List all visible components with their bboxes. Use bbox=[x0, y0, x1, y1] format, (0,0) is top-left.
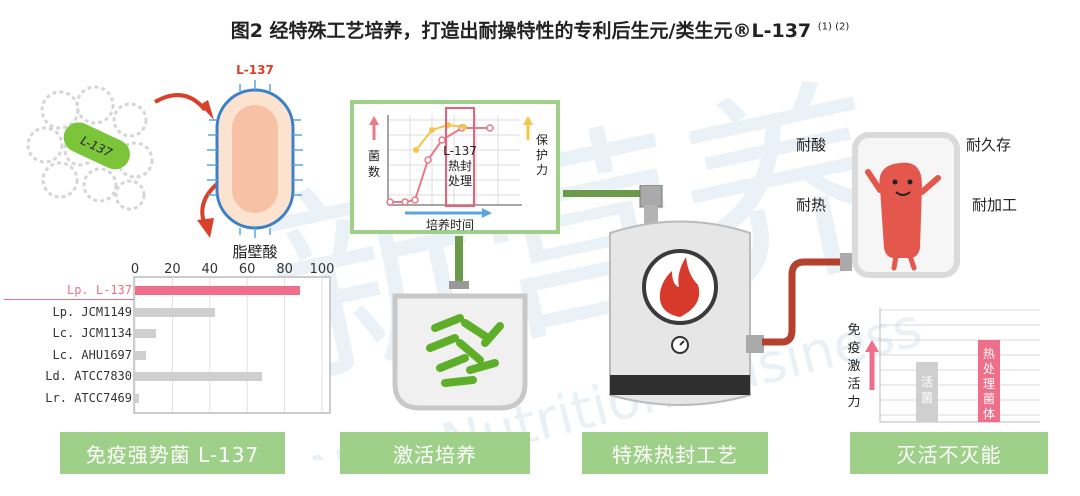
panel-label-inactivated: 灭活不灭能 bbox=[850, 432, 1048, 474]
bar-live-bacteria bbox=[916, 362, 938, 422]
culture-dish bbox=[392, 293, 528, 411]
culture-ylabel-left-1: 菌 bbox=[368, 149, 380, 163]
culture-chart: L-137 热封 处理 菌 数 保 护 力 培养时间 bbox=[350, 100, 560, 234]
panel-label-culture: 激活培养 bbox=[340, 432, 530, 474]
x-tick-label: 0 bbox=[130, 262, 140, 277]
x-tick-label: 80 bbox=[276, 262, 293, 277]
panel-label-strain: 免疫强势菌 L-137 bbox=[60, 432, 285, 474]
culture-xlabel: 培养时间 bbox=[426, 217, 474, 232]
heat-treatment-box bbox=[445, 107, 475, 207]
bar-live-label-2: 菌 bbox=[921, 391, 933, 405]
bar-value bbox=[135, 307, 216, 317]
bacteria-cluster bbox=[426, 314, 504, 387]
cell-cluster bbox=[26, 85, 154, 211]
membrane-label: 脂壁酸 bbox=[232, 243, 277, 261]
cell-diagram: L-137 L-137 脂壁酸 bbox=[26, 63, 303, 261]
protection-curve bbox=[415, 123, 465, 151]
strain-tag: L-137 bbox=[236, 63, 274, 77]
immunity-ylabel-5: 力 bbox=[847, 395, 860, 410]
bacterium: L-137 bbox=[63, 122, 130, 170]
x-tick-label: 20 bbox=[164, 262, 181, 277]
mascot bbox=[865, 162, 941, 271]
bar-category-label: Lp. L-137 bbox=[66, 283, 132, 297]
culture-ylabel-left-2: 数 bbox=[368, 164, 380, 179]
bar-heat-label-5: 体 bbox=[983, 407, 995, 421]
culture-ylabel-right-2: 护 bbox=[536, 148, 548, 162]
box-line-1: L-137 bbox=[443, 144, 477, 158]
arrow-to-cell bbox=[154, 93, 207, 112]
trait-storage: 耐久存 bbox=[966, 136, 1012, 154]
box-line-3: 处理 bbox=[448, 174, 472, 188]
trait-heat: 耐热 bbox=[796, 196, 827, 214]
pipe-to-dish bbox=[455, 236, 463, 281]
culture-ylabel-right-1: 保 bbox=[536, 133, 548, 147]
immunity-ylabel-3: 激 bbox=[847, 359, 860, 374]
figure-title: 图2 经特殊工艺培养，打造出耐操特性的专利后生元/类生元®L-137 (1) (… bbox=[0, 16, 1080, 43]
highlight-underline bbox=[4, 299, 134, 300]
arrow-to-cell-head bbox=[200, 100, 214, 120]
bar-category-label: Lc. JCM1134 bbox=[52, 326, 132, 340]
bar-value bbox=[135, 329, 156, 338]
x-tick-label: 100 bbox=[309, 262, 335, 277]
bar-live-label-1: 活 bbox=[921, 375, 933, 389]
flame-icon bbox=[659, 257, 700, 317]
bar-category-label: Lp. JCM1149 bbox=[52, 304, 132, 319]
bar-value bbox=[135, 372, 263, 381]
bar-value bbox=[135, 393, 139, 403]
x-tick-label: 60 bbox=[238, 262, 256, 277]
bar-heat-treated bbox=[978, 340, 1000, 422]
figure-title-text: 图2 经特殊工艺培养，打造出耐操特性的专利后生元/类生元®L-137 bbox=[230, 20, 812, 42]
box-line-2: 热封 bbox=[448, 159, 472, 173]
immunity-ylabel-4: 活 bbox=[847, 377, 860, 392]
title-references: (1) (2) bbox=[817, 21, 850, 33]
heat-vessel bbox=[609, 185, 764, 406]
x-tick-label: 40 bbox=[201, 262, 219, 277]
bar-category-label: Ld. ATCC7830 bbox=[45, 369, 132, 383]
bar-category-label: Lc. AHU1697 bbox=[52, 347, 132, 362]
culture-ylabel-right-3: 力 bbox=[536, 163, 548, 177]
panel-label-heat: 特殊热封工艺 bbox=[582, 432, 768, 474]
bar-heat-label-3: 理 bbox=[983, 377, 995, 391]
pipe-to-product bbox=[762, 253, 852, 346]
immunity-ylabel-2: 疫 bbox=[847, 340, 860, 356]
product-frame bbox=[852, 132, 960, 278]
trait-acid: 耐酸 bbox=[796, 136, 827, 154]
pipe-fitting-dish bbox=[449, 281, 469, 289]
bar-value bbox=[135, 286, 300, 295]
pipe-to-vessel bbox=[563, 190, 643, 197]
arrow-to-membrane-head bbox=[197, 218, 214, 238]
immunity-ylabel-1: 免 bbox=[847, 323, 860, 338]
immunity-chart: 免 疫 激 活 力 活 菌 热 处 理 菌 体 bbox=[847, 308, 1040, 423]
bar-category-label: Lr. ATCC7469 bbox=[45, 390, 132, 405]
trait-processing: 耐加工 bbox=[972, 196, 1018, 214]
bar-heat-label-4: 菌 bbox=[983, 392, 995, 406]
bar-value bbox=[135, 350, 147, 360]
bar-chart-frame bbox=[133, 276, 331, 414]
cell-wall bbox=[207, 80, 303, 238]
bar-heat-label-2: 处 bbox=[983, 362, 995, 376]
bar-heat-label-1: 热 bbox=[983, 347, 995, 361]
